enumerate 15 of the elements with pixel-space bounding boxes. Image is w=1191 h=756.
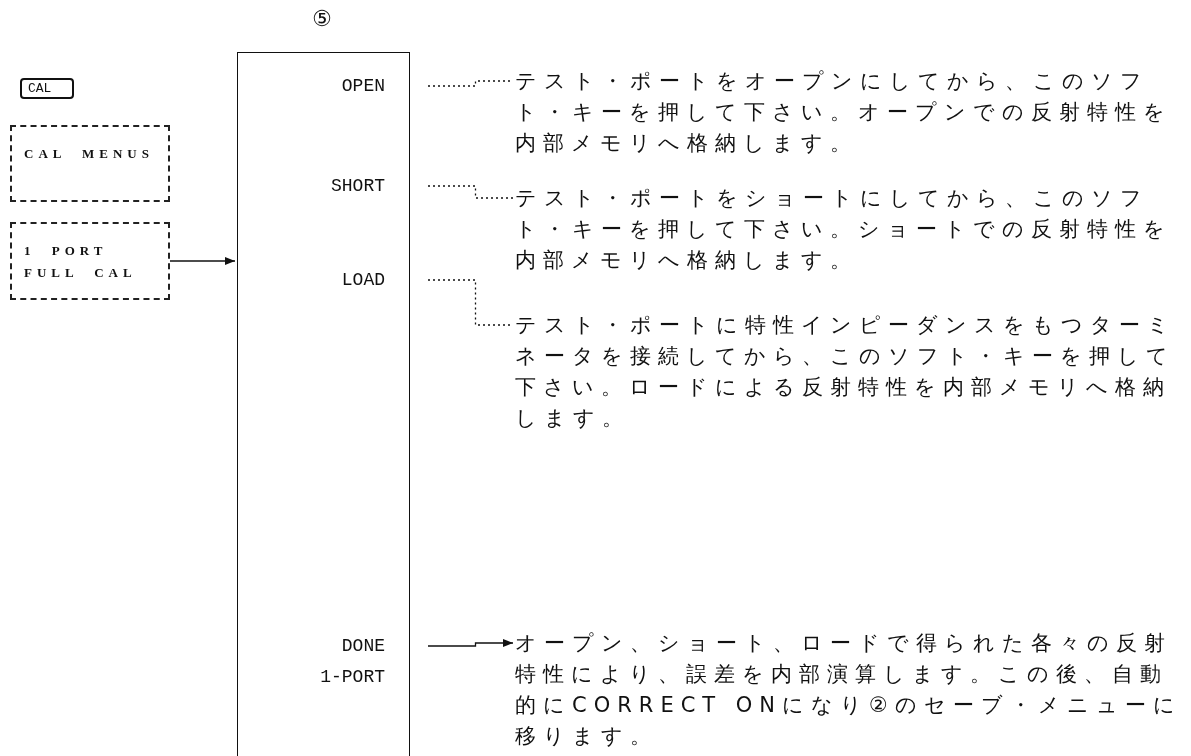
arrow	[427, 638, 514, 648]
key-button: CAL	[20, 78, 74, 99]
leader-line	[427, 185, 514, 199]
softkey-label: SHORT	[259, 171, 409, 202]
circled-number: ⑤	[312, 5, 332, 33]
description-text: テスト・ポートをオープンにしてから、このソフト・キーを押して下さい。オープンでの反射特性を内部メモリへ格納します。	[515, 66, 1191, 159]
description-text: テスト・ポートに特性インピーダンスをもつターミネータを接続してから、このソフト・キーを押して下さい。ロードによる反射特性を内部メモリへ格納します。	[515, 310, 1191, 434]
softkey-label: DONE 1-PORT	[319, 631, 409, 693]
softkey-box: 1 PORT FULL CAL	[10, 222, 170, 300]
description-text: テスト・ポートをショートにしてから、このソフト・キーを押して下さい。ショートでの反射特性を内部メモリへ格納します。	[515, 183, 1191, 276]
description-text: オープン、ショート、ロードで得られた各々の反射特性により、誤差を内部演算します。この後、自動的にCORRECT ONになり②のセーブ・メニューに移ります。	[515, 628, 1191, 752]
arrow	[169, 256, 236, 266]
softkey-label: OPEN	[259, 71, 409, 102]
softkey-box: CAL MENUS	[10, 125, 170, 202]
softkey-label: LOAD	[259, 265, 409, 296]
